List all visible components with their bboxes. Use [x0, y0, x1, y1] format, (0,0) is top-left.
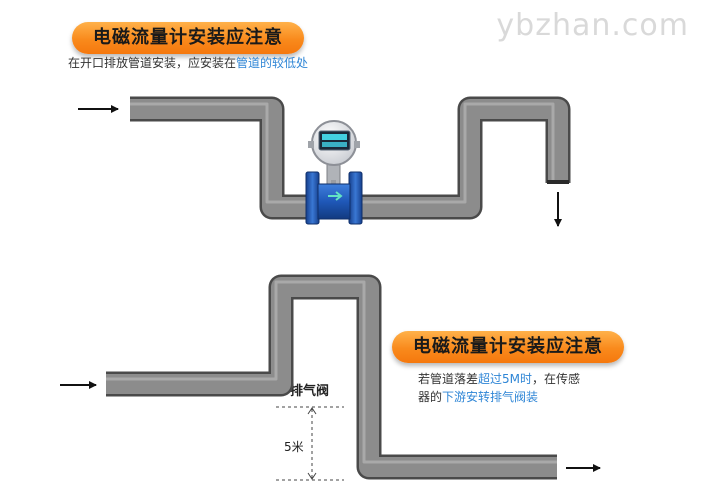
top-title-banner: 电磁流量计安装应注意: [72, 22, 304, 54]
bottom-title-banner: 电磁流量计安装应注意: [392, 331, 624, 363]
bottom-caption-plain-b: ，在传感: [532, 372, 581, 386]
top-arrows: [78, 105, 562, 227]
bottom-title-text: 电磁流量计安装应注意: [413, 336, 603, 357]
bottom-caption-plain-c: 器的: [418, 390, 443, 404]
top-title-text: 电磁流量计安装应注意: [93, 27, 283, 48]
bottom-caption-line1: 若管道落差超过5M时，在传感: [418, 370, 580, 388]
watermark: ybzhan.com: [496, 8, 689, 43]
height-label: 5米: [284, 440, 304, 454]
flow-meter: [305, 120, 363, 225]
bottom-caption-highlight-b: 下游安转排气阀装: [442, 390, 539, 404]
bottom-caption-highlight-a: 超过5M时: [478, 372, 533, 386]
height-dimension: [276, 406, 344, 481]
vent-valve-label: 排气阀: [290, 384, 330, 399]
bottom-caption: 若管道落差超过5M时，在传感 器的下游安转排气阀装: [418, 370, 580, 406]
bottom-caption-line2: 器的下游安转排气阀装: [418, 388, 580, 406]
top-caption: 在开口排放管道安装，应安装在管道的较低处: [68, 54, 308, 72]
bottom-caption-plain-a: 若管道落差: [418, 372, 479, 386]
top-caption-plain: 在开口排放管道安装，应安装在: [68, 56, 237, 70]
bottom-pipe: [106, 274, 557, 480]
top-caption-highlight: 管道的较低处: [236, 56, 309, 70]
top-pipe: [130, 96, 571, 220]
flow-direction-arrow: [328, 191, 343, 201]
bottom-arrows: [60, 381, 601, 472]
